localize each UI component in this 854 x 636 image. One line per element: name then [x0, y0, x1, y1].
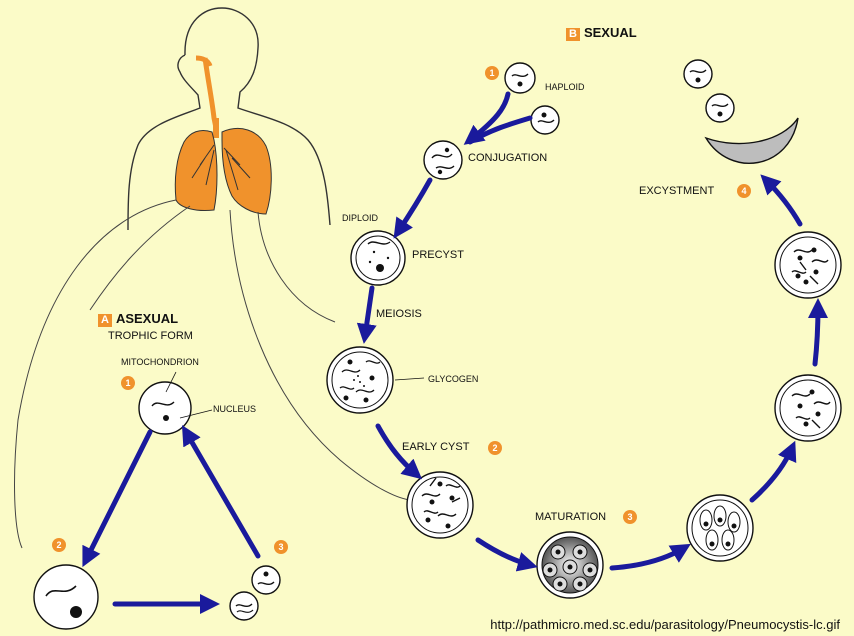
asexual-step-1-marker: 1: [121, 376, 135, 390]
step-1-marker: 1: [485, 66, 499, 80]
source-url: http://pathmicro.med.sc.edu/parasitology…: [490, 617, 840, 632]
early-cyst-text: EARLY CYST: [402, 441, 469, 453]
trophic-form-label: TROPHIC FORM: [108, 331, 193, 342]
precyst-label: PRECYST: [412, 250, 464, 261]
asexual-step-3-marker: 3: [274, 540, 288, 554]
asexual-step-2-marker: 2: [52, 538, 66, 552]
released-cell-2: [706, 94, 734, 122]
maturation-label: MATURATION: [535, 512, 606, 523]
early-cyst-label: EARLY CYST: [402, 442, 469, 453]
late-cyst-3: [775, 232, 841, 298]
haploid-cell-2: [531, 106, 559, 134]
asexual-title: ASEXUAL: [116, 311, 178, 326]
meiosis-label: MEIOSIS: [376, 309, 422, 320]
label-pointers: [395, 378, 424, 380]
trophic-form-cell: [139, 382, 191, 434]
precyst-cell: [351, 231, 405, 285]
asexual-dividing-cell-2: [230, 592, 258, 620]
asexual-header: A ASEXUAL: [98, 312, 178, 327]
excysted-wall: [706, 118, 798, 163]
asexual-dividing-cell-1: [252, 566, 280, 594]
lungs: [175, 58, 271, 214]
haploid-label: HAPLOID: [545, 83, 585, 92]
diploid-label: DIPLOID: [342, 214, 378, 223]
sexual-badge: B: [566, 28, 580, 41]
human-torso: [128, 8, 330, 230]
mitochondrion-label: MITOCHONDRION: [121, 358, 199, 367]
haploid-cell-1: [505, 63, 535, 93]
early-cyst: [407, 472, 473, 538]
asexual-badge: A: [98, 314, 112, 327]
late-cyst-2: [775, 375, 841, 441]
nucleus-label: NUCLEUS: [213, 405, 256, 414]
step-3-marker: 3: [623, 510, 637, 524]
excystment-label: EXCYSTMENT: [639, 186, 714, 197]
asexual-arrows: [86, 432, 258, 604]
asexual-large-cell: [34, 565, 98, 629]
glycogen-label: GLYCOGEN: [428, 375, 478, 384]
glycogen-cyst: [327, 347, 393, 413]
step-4-marker: 4: [737, 184, 751, 198]
conjugation-label: CONJUGATION: [468, 153, 547, 164]
late-cyst-1: [687, 495, 753, 561]
conjugation-cell: [424, 141, 462, 179]
maturation-cyst: [537, 532, 603, 598]
step-2-marker: 2: [488, 441, 502, 455]
sexual-header: B SEXUAL: [566, 26, 637, 41]
released-cell-1: [684, 60, 712, 88]
sexual-title: SEXUAL: [584, 25, 637, 40]
